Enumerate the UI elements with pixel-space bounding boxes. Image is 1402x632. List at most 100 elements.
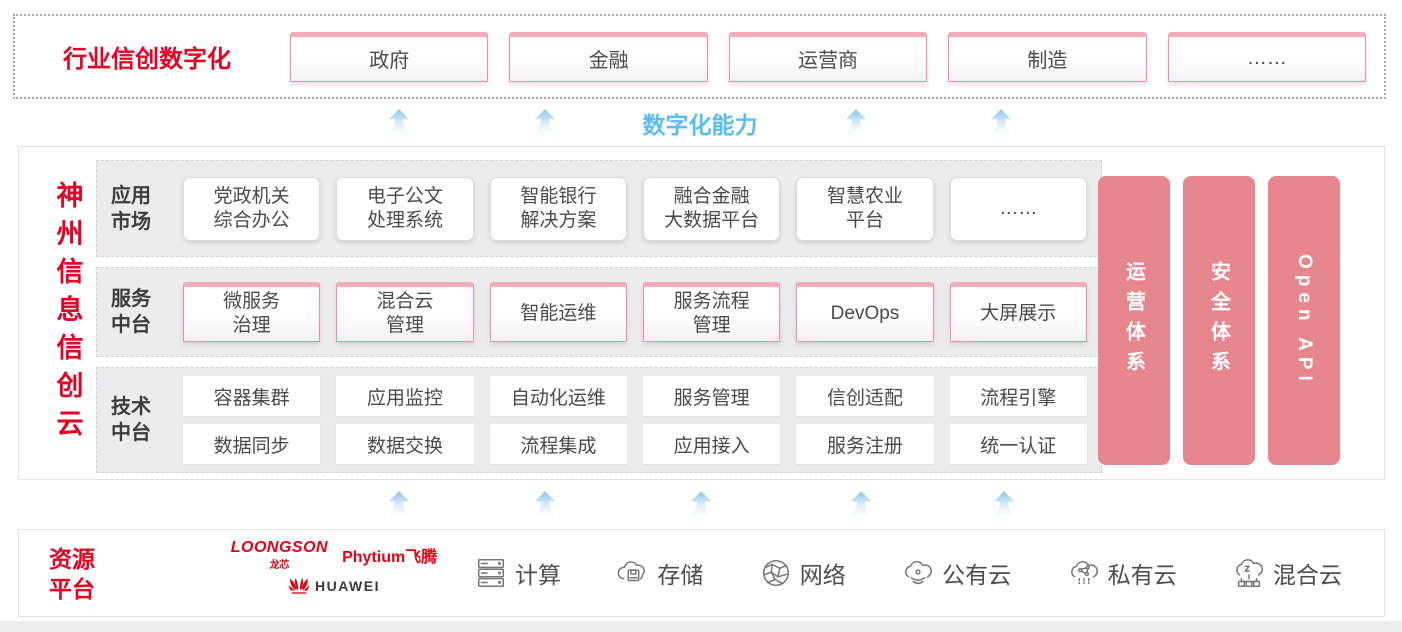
app-box-smart-agriculture: 智慧农业 平台 bbox=[796, 176, 934, 241]
phytium-logo: Phytium飞腾 bbox=[342, 549, 438, 566]
tech-box-label: 统一认证 bbox=[980, 435, 1057, 457]
svc-box-microservice: 微服务 治理 bbox=[183, 282, 321, 342]
tech-box-label: 应用监控 bbox=[366, 387, 443, 409]
row-label-app-market: 应用 市场 bbox=[111, 184, 151, 233]
resource-item-label: 网络 bbox=[799, 562, 846, 588]
private-cloud-icon bbox=[1070, 560, 1098, 585]
pillar-open-api: Open API bbox=[1268, 176, 1340, 465]
tech-box-label: 容器集群 bbox=[213, 387, 290, 409]
app-box-more: …… bbox=[949, 176, 1087, 241]
row-label-tech-platform: 技术 中台 bbox=[111, 396, 151, 444]
up-arrow-icon bbox=[847, 491, 875, 519]
app-box-gov-office: 党政机关 综合办公 bbox=[183, 176, 321, 241]
resource-item-label: 计算 bbox=[515, 562, 561, 588]
tech-box-label: 服务注册 bbox=[826, 435, 903, 457]
industry-box-list: 政府 金融 运营商 制造 …… bbox=[290, 31, 1384, 82]
up-arrow-icon bbox=[385, 491, 413, 519]
industry-box-government: 政府 bbox=[290, 31, 489, 82]
resource-item-network: 网络 bbox=[759, 556, 846, 590]
resource-item-hybrid-cloud: 混合云 bbox=[1232, 556, 1342, 590]
resource-item-label: 混合云 bbox=[1272, 562, 1342, 588]
pillar-operation-system: 运营体系 bbox=[1098, 176, 1170, 465]
industry-box-manufacturing: 制造 bbox=[948, 31, 1147, 82]
resource-item-label: 公有云 bbox=[942, 562, 1012, 588]
loongson-logo-cn: 龙芯 bbox=[269, 560, 290, 571]
loongson-logo: LOONGSON 龙芯 bbox=[231, 539, 328, 571]
resource-item-compute: 计算 bbox=[474, 556, 561, 590]
svc-box-label: 智能运维 bbox=[520, 303, 597, 325]
huawei-logo-text: HUAWEI bbox=[315, 578, 380, 594]
platform-title-vertical: 神州信息信创云 bbox=[52, 181, 83, 447]
app-box-label: 电子公文 处理系统 bbox=[366, 185, 443, 231]
app-box-label: 融合金融 大数据平台 bbox=[664, 185, 760, 231]
row-app-market: 应用 市场 党政机关 综合办公 电子公文 处理系统 智能银行 解决方案 融合金融… bbox=[96, 160, 1102, 257]
resource-item-public-cloud: 公有云 bbox=[901, 556, 1011, 590]
hybrid-cloud-icon bbox=[1236, 559, 1263, 587]
storage-icon bbox=[618, 561, 646, 582]
industry-box-more: …… bbox=[1167, 31, 1367, 82]
svc-box-label: 混合云 管理 bbox=[376, 291, 434, 336]
app-box-smart-bank: 智能银行 解决方案 bbox=[489, 176, 627, 241]
svc-box-label: 微服务 治理 bbox=[223, 291, 281, 336]
industry-panel-title: 行业信创数字化 bbox=[63, 46, 231, 73]
vendor-logos: LOONGSON 龙芯 Phytium飞腾 bbox=[209, 539, 459, 595]
app-box-edoc-system: 电子公文 处理系统 bbox=[336, 176, 474, 241]
platform-rows: 应用 市场 党政机关 综合办公 电子公文 处理系统 智能银行 解决方案 融合金融… bbox=[96, 160, 1102, 483]
tech-box-xinchuang-adapt: 信创适配 bbox=[796, 376, 934, 416]
footer-strip bbox=[0, 621, 1402, 632]
up-arrow-icon bbox=[531, 491, 559, 519]
tech-box-label: 流程引擎 bbox=[980, 387, 1057, 409]
tech-row-top: 容器集群 应用监控 自动化运维 服务管理 信创适配 流程引擎 bbox=[183, 376, 1087, 416]
tech-box-label: 数据同步 bbox=[213, 435, 290, 457]
service-boxes: 微服务 治理 混合云 管理 智能运维 服务流程 管理 DevOps 大屏展示 bbox=[183, 282, 1087, 342]
up-arrow-icon bbox=[687, 491, 715, 519]
svc-box-dashboard: 大屏展示 bbox=[949, 282, 1087, 342]
tech-box-app-monitor: 应用监控 bbox=[336, 376, 474, 416]
svc-box-service-flow: 服务流程 管理 bbox=[642, 282, 781, 342]
tech-box-container-cluster: 容器集群 bbox=[183, 376, 321, 416]
tech-box-flow-integration: 流程集成 bbox=[489, 424, 627, 464]
app-box-label: 智慧农业 平台 bbox=[826, 185, 903, 231]
public-cloud-icon bbox=[905, 560, 933, 585]
up-arrow-icon bbox=[531, 109, 559, 137]
svc-box-label: DevOps bbox=[830, 303, 900, 325]
up-arrow-icon bbox=[385, 109, 413, 137]
tech-box-app-access: 应用接入 bbox=[642, 424, 781, 464]
tech-box-label: 应用接入 bbox=[673, 435, 750, 457]
up-arrow-icon bbox=[987, 109, 1015, 137]
tech-box-label: 数据交换 bbox=[366, 435, 443, 457]
up-arrow-icon bbox=[990, 491, 1018, 519]
resource-item-storage: 存储 bbox=[616, 556, 703, 590]
row-tech-platform: 技术 中台 容器集群 应用监控 自动化运维 服务管理 信创适配 流程引擎 数据同… bbox=[96, 367, 1102, 473]
svc-box-devops: DevOps bbox=[796, 282, 934, 342]
tech-boxes: 容器集群 应用监控 自动化运维 服务管理 信创适配 流程引擎 数据同步 数据交换… bbox=[183, 376, 1087, 464]
resource-panel: 资源 平台 LOONGSON 龙芯 Phytium飞腾 bbox=[18, 529, 1385, 617]
app-box-label: …… bbox=[999, 197, 1038, 219]
platform-panel: 神州信息信创云 应用 市场 党政机关 综合办公 电子公文 处理系统 智能银行 解… bbox=[18, 146, 1385, 480]
resource-items: 计算 存储 网络 bbox=[474, 530, 1342, 616]
industry-box-finance: 金融 bbox=[509, 31, 708, 82]
svc-box-label: 服务流程 管理 bbox=[673, 291, 750, 336]
resource-item-private-cloud: 私有云 bbox=[1067, 556, 1177, 590]
svc-box-intelligent-ops: 智能运维 bbox=[489, 282, 627, 342]
tech-box-label: 服务管理 bbox=[673, 387, 750, 409]
huawei-flower-icon bbox=[289, 577, 309, 594]
industry-panel: 行业信创数字化 政府 金融 运营商 制造 …… bbox=[13, 14, 1386, 99]
tech-box-unified-auth: 统一认证 bbox=[949, 424, 1087, 464]
app-box-label: 智能银行 解决方案 bbox=[520, 185, 597, 231]
capability-label: 数字化能力 bbox=[642, 112, 758, 138]
svc-box-label: 大屏展示 bbox=[980, 303, 1057, 325]
huawei-logo: HUAWEI bbox=[288, 577, 380, 595]
app-box-finance-bigdata: 融合金融 大数据平台 bbox=[642, 176, 781, 241]
tech-box-label: 信创适配 bbox=[826, 387, 903, 409]
resource-item-label: 私有云 bbox=[1107, 562, 1177, 588]
app-market-boxes: 党政机关 综合办公 电子公文 处理系统 智能银行 解决方案 融合金融 大数据平台… bbox=[183, 176, 1087, 241]
resource-item-label: 存储 bbox=[657, 562, 704, 588]
tech-box-flow-engine: 流程引擎 bbox=[949, 376, 1087, 416]
row-service-platform: 服务 中台 微服务 治理 混合云 管理 智能运维 服务流程 管理 DevOps … bbox=[96, 267, 1102, 357]
tech-box-service-registry: 服务注册 bbox=[796, 424, 934, 464]
tech-row-bottom: 数据同步 数据交换 流程集成 应用接入 服务注册 统一认证 bbox=[183, 424, 1087, 464]
row-label-service-platform: 服务 中台 bbox=[111, 288, 151, 336]
network-icon bbox=[762, 559, 789, 587]
